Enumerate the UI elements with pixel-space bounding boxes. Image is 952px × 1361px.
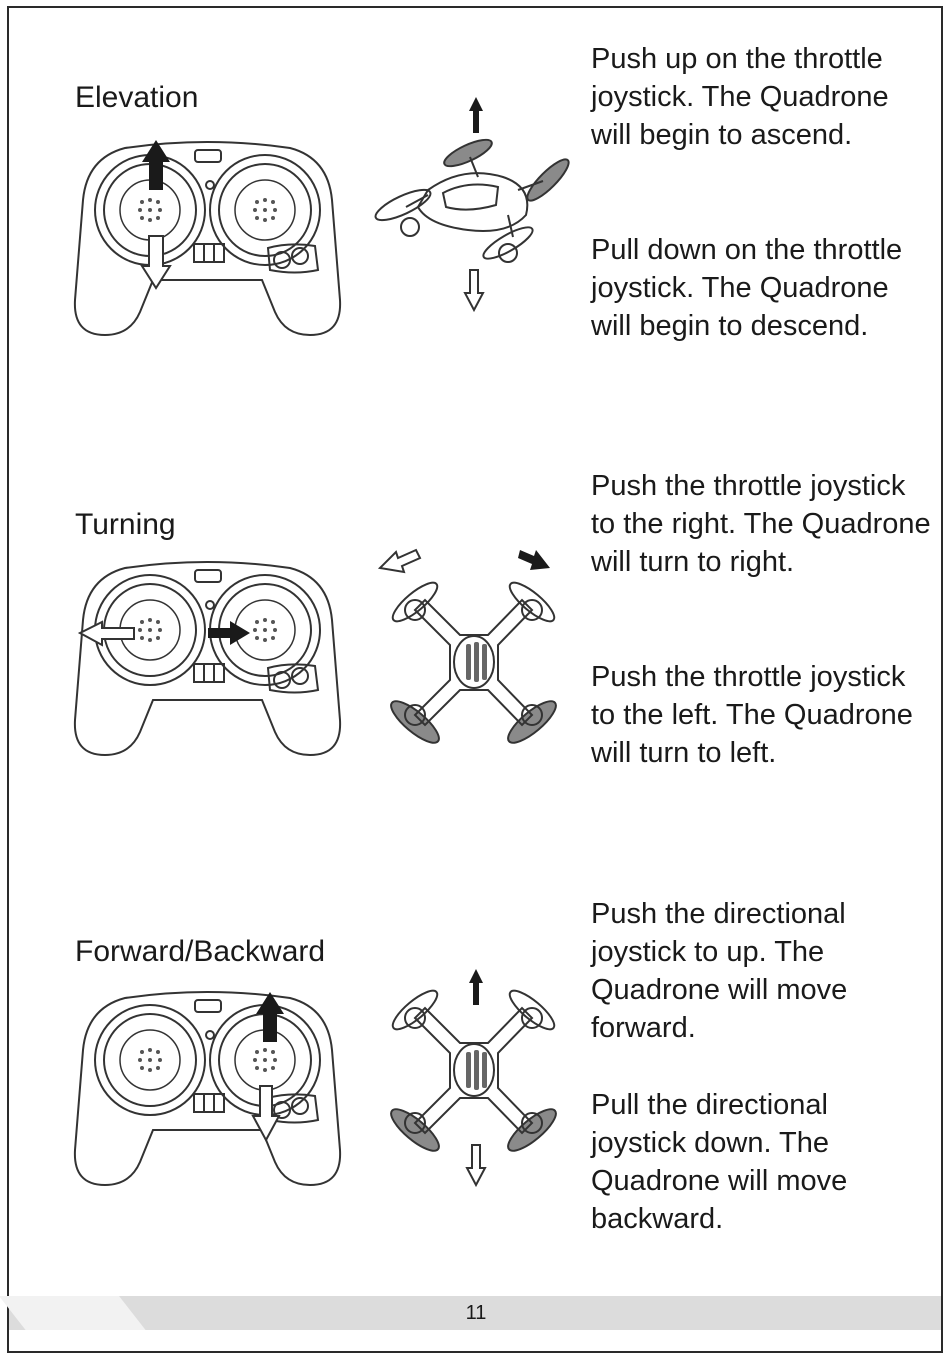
- arrow-down-hollow: [140, 235, 172, 290]
- controller-turning-figure: [73, 561, 342, 757]
- arrow-up-solid: [469, 969, 483, 1005]
- heading-forward-backward: Forward/Backward: [75, 935, 326, 968]
- drone-elevation-figure: [374, 97, 570, 313]
- arrow-left-hollow: [77, 620, 135, 647]
- arrow-down-hollow: [465, 1144, 487, 1188]
- turning-left-text: Push the throttle joystick to the left. …: [591, 661, 913, 769]
- backward-text: Pull the directional joystick down. The …: [591, 1089, 848, 1235]
- heading-turning: Turning: [75, 508, 176, 541]
- arrow-rotate-left-hollow: [377, 548, 422, 574]
- propeller: [391, 581, 439, 623]
- propeller: [526, 158, 570, 202]
- arrow-down-hollow: [463, 269, 485, 313]
- power-switch: [193, 243, 225, 263]
- page-number: 11: [465, 1302, 487, 1324]
- propeller: [508, 581, 556, 623]
- arrow-down-hollow: [251, 1085, 281, 1143]
- arrow-up-solid: [469, 97, 483, 133]
- right-stick-ring: [209, 154, 321, 266]
- propeller: [390, 1108, 440, 1152]
- propeller: [507, 1108, 557, 1152]
- propeller: [443, 138, 493, 168]
- arrow-up-solid: [256, 992, 284, 1042]
- propeller: [391, 989, 439, 1031]
- turning-right-text: Push the throttle joystick to the right.…: [591, 470, 931, 578]
- controller-forward-backward-figure: [73, 991, 342, 1187]
- propeller: [508, 989, 556, 1031]
- controller-body-outline: [73, 561, 342, 757]
- controller-body-outline: [73, 141, 342, 337]
- drone-turning-figure: [377, 548, 557, 744]
- arrow-rotate-right-solid: [518, 550, 550, 570]
- controller-elevation-figure: [73, 140, 342, 337]
- footer-band: [0, 1296, 941, 1330]
- drone-body: [413, 598, 534, 727]
- arrow-right-solid: [208, 621, 250, 645]
- elevation-ascend-text: Push up on the throttle joystick. The Qu…: [591, 43, 889, 151]
- controller-body-outline: [73, 991, 342, 1187]
- propeller: [374, 188, 432, 222]
- drone-body: [413, 1006, 534, 1135]
- propeller: [507, 700, 557, 744]
- arrow-up-solid: [142, 140, 170, 190]
- drone-body: [416, 172, 529, 232]
- forward-text: Push the directional joystick to up. The…: [591, 898, 848, 1044]
- drone-forward-backward-figure: [390, 969, 557, 1188]
- page-border: [7, 6, 943, 1353]
- heading-elevation: Elevation: [75, 81, 199, 114]
- propeller: [390, 700, 440, 744]
- elevation-descend-text: Pull down on the throttle joystick. The …: [591, 234, 903, 342]
